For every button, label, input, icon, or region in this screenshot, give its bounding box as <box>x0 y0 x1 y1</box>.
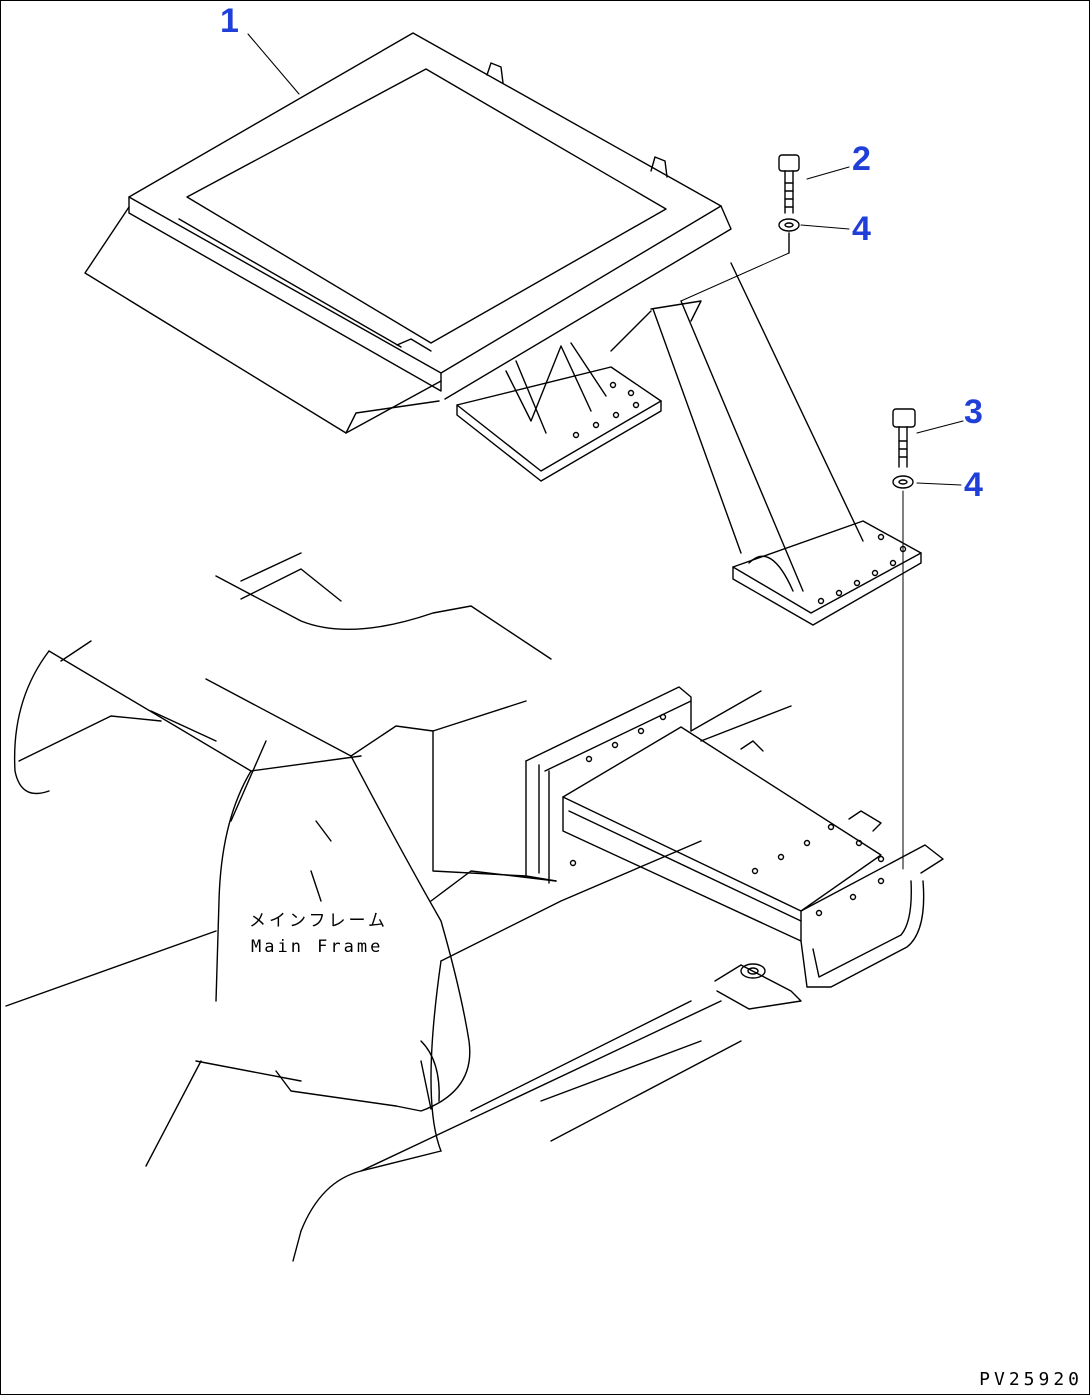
main-frame <box>5 552 742 1262</box>
callout-leaders <box>247 33 964 486</box>
callout-1: 1 <box>220 2 239 40</box>
callout-4-upper: 4 <box>852 210 871 248</box>
callout-4-lower: 4 <box>964 466 983 504</box>
callout-2: 2 <box>852 140 871 178</box>
washer-upper <box>680 218 800 302</box>
callout-3: 3 <box>964 393 983 431</box>
mounting-bracket <box>432 686 944 1010</box>
bolt-lower <box>892 408 916 468</box>
main-frame-label-en: Main Frame <box>251 937 384 957</box>
bolt-upper <box>778 154 800 214</box>
washer-lower <box>892 475 914 870</box>
platform-part <box>84 32 922 626</box>
drawing-code: PV25920 <box>979 1369 1083 1390</box>
main-frame-label-jp: メインフレーム <box>249 911 388 931</box>
